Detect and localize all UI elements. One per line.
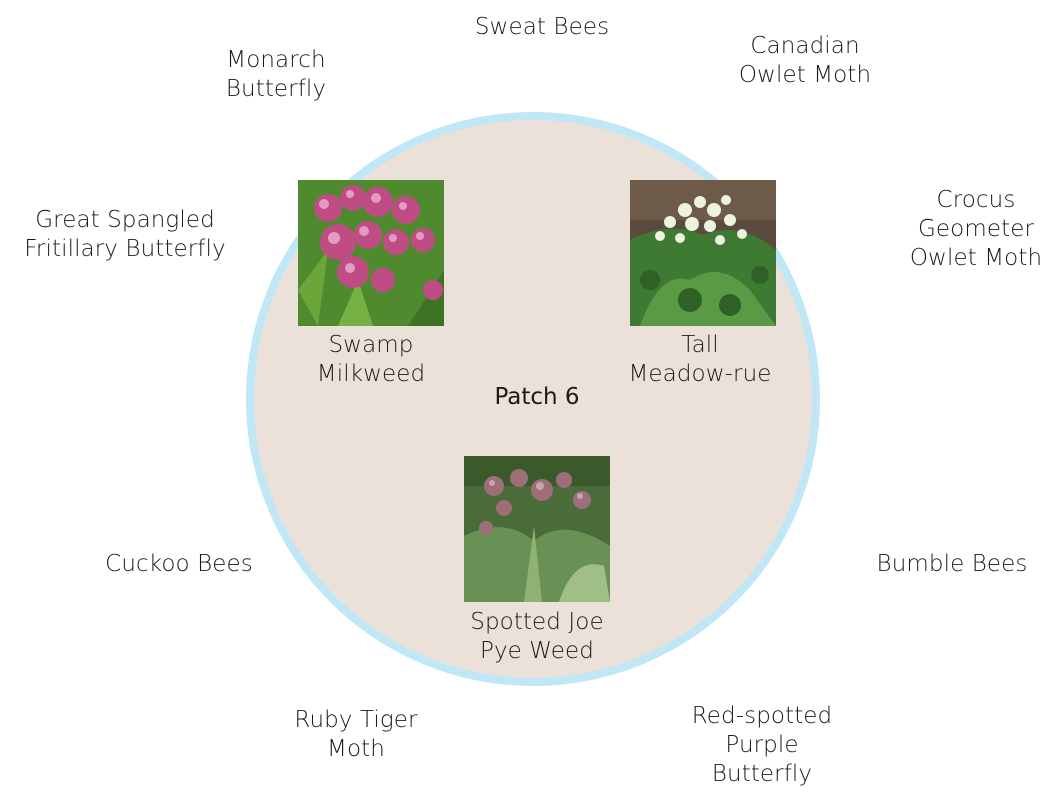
spotted-joe-pye-weed-photo xyxy=(464,456,610,602)
pollinator-bumble-bees: Bumble Bees xyxy=(852,550,1052,579)
pollinator-sweat-bees: Sweat Bees xyxy=(457,13,627,42)
patch-title: Patch 6 xyxy=(470,383,604,412)
plant-label-tall-meadow-rue: Tall Meadow-rue xyxy=(614,331,786,389)
plant-label-spotted-joe-pye-weed: Spotted Joe Pye Weed xyxy=(447,608,627,666)
tall-meadow-rue-photo xyxy=(630,180,776,326)
pollinator-monarch-butterfly: Monarch Butterfly xyxy=(200,46,352,104)
plant-label-swamp-milkweed: Swamp Milkweed xyxy=(290,331,452,389)
pollinator-cuckoo-bees: Cuckoo Bees xyxy=(84,550,274,579)
pollinator-great-spangled-fritillary-butterfly: Great Spangled Fritillary Butterfly xyxy=(6,206,244,264)
pollinator-red-spotted-purple-butterfly: Red-spotted Purple Butterfly xyxy=(670,702,854,789)
swamp-milkweed-photo xyxy=(298,180,444,326)
pollinator-ruby-tiger-moth: Ruby Tiger Moth xyxy=(272,706,440,764)
pollinator-crocus-geometer-owlet-moth: Crocus Geometer Owlet Moth xyxy=(894,186,1058,273)
pollinator-canadian-owlet-moth: Canadian Owlet Moth xyxy=(717,32,893,90)
